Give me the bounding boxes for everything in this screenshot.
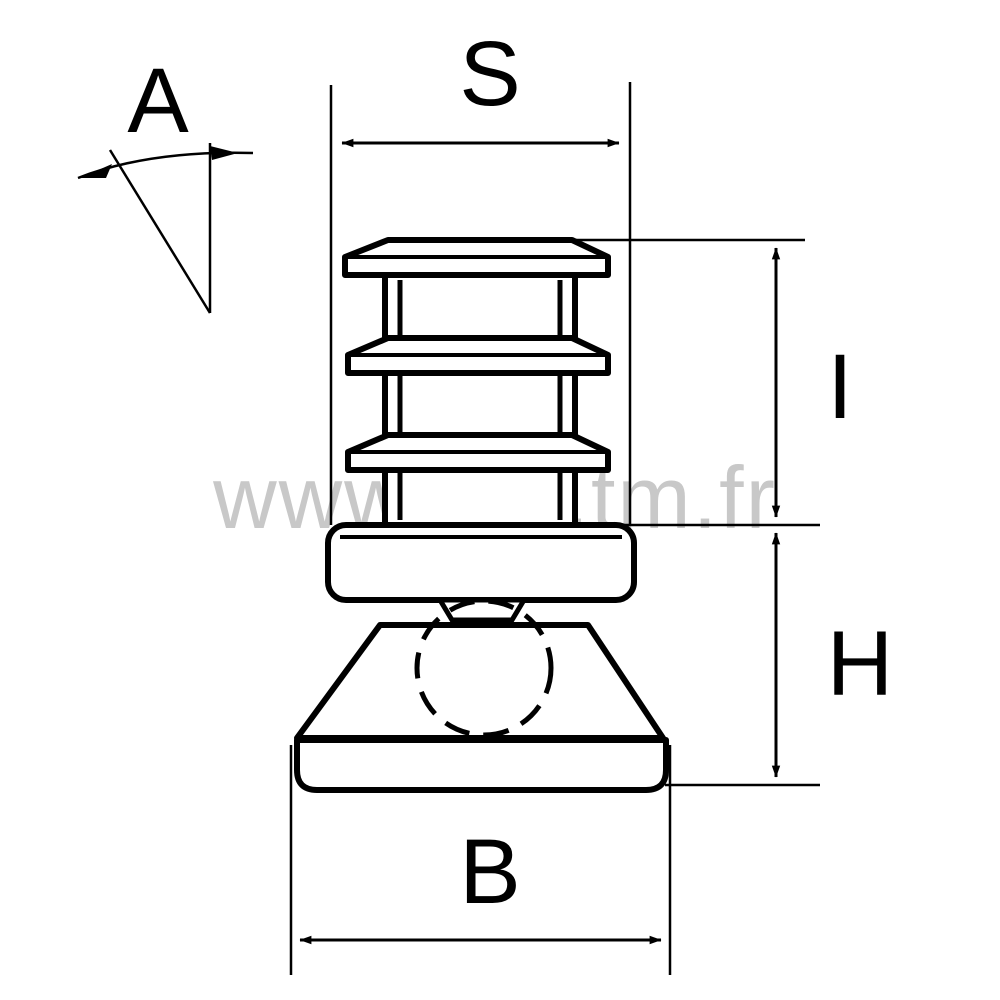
angle-arrow-right	[210, 146, 238, 160]
angle-slant-line	[108, 149, 212, 314]
i-label: I	[827, 336, 853, 438]
angle-label: A	[127, 50, 189, 152]
h-label: H	[827, 613, 893, 715]
dimension-h	[665, 532, 820, 787]
s-label: S	[459, 23, 520, 125]
glide-pad	[294, 737, 669, 793]
dimension-s	[329, 82, 632, 525]
dimension-b	[289, 745, 672, 975]
glide-cone	[294, 622, 666, 741]
b-label: B	[459, 821, 520, 923]
glide-base	[294, 598, 669, 793]
angle-arrow-left	[80, 164, 112, 178]
insert-part	[342, 237, 611, 528]
insert-core	[382, 272, 578, 528]
ball-joint-hidden	[414, 598, 554, 738]
angle-indicator	[77, 143, 254, 314]
cap	[325, 522, 637, 603]
